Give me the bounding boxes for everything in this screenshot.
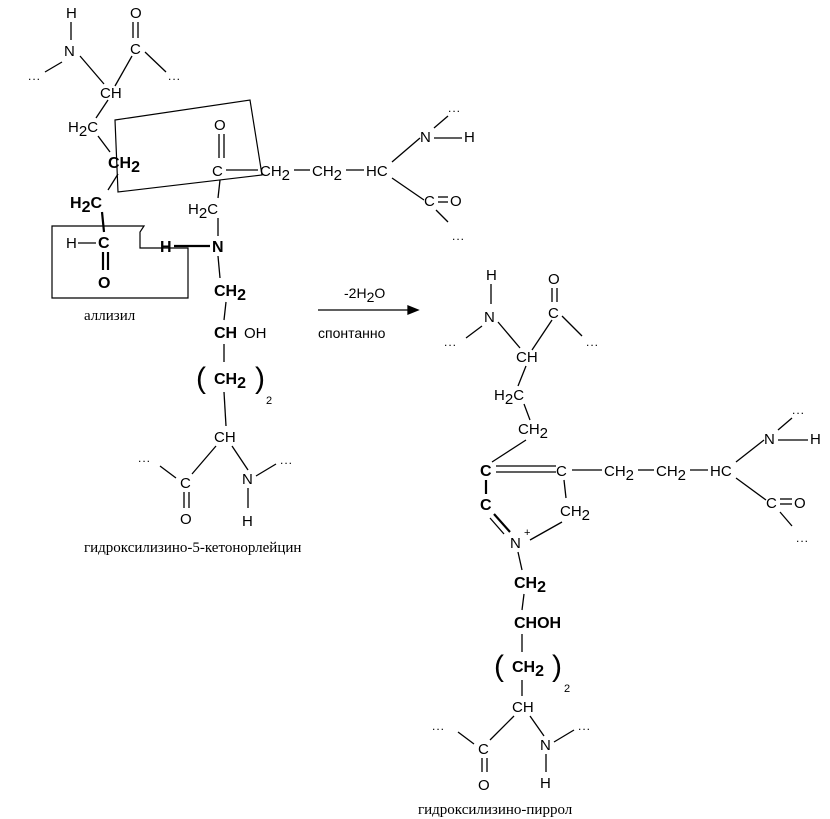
atom-c-bottom-left: C	[180, 475, 191, 492]
atom-ch2-ring: CH2	[560, 503, 590, 524]
atom-h2c-2: H2C	[70, 195, 102, 216]
chain-dots: ...	[28, 69, 41, 83]
atom-ch2-chain-1: CH2	[260, 163, 290, 184]
atom-ch2-chain-2: CH2	[312, 163, 342, 184]
atom-o-right-carboxyl: O	[450, 193, 462, 210]
atom-h2c-1: H2C	[68, 119, 98, 140]
atom-h-top-left: H	[66, 5, 77, 22]
arrow-top-label: -2H2O	[344, 285, 385, 305]
atom-oh-left: OH	[244, 325, 267, 342]
reaction-box-1	[114, 99, 263, 193]
repeat-count: 2	[564, 683, 570, 695]
paren-right: )	[552, 650, 562, 683]
atom-choh-right: CHOH	[514, 615, 561, 632]
atom-o-ketone: O	[214, 117, 226, 134]
atom-hc-far-right: HC	[710, 463, 732, 480]
atom-h-top-right: H	[486, 267, 497, 284]
atom-h-bottom-right: H	[540, 775, 551, 792]
chain-dots: ...	[586, 335, 599, 349]
atom-h-bottom-left: H	[242, 513, 253, 530]
atom-c-top-right: C	[548, 305, 559, 322]
chain-dots: ...	[792, 403, 805, 417]
atom-c-bottom-right: C	[478, 741, 489, 758]
atom-h-right: H	[464, 129, 475, 146]
atom-n-bottom-left: N	[242, 471, 253, 488]
atom-ch2-right: CH2	[518, 421, 548, 442]
atom-ch-top-left: CH	[100, 85, 122, 102]
atom-ch2-rchain-1: CH2	[604, 463, 634, 484]
atom-ch2-1: CH2	[108, 155, 140, 176]
atom-n-top-left: N	[64, 43, 75, 60]
atom-ch-bottom-right: CH	[512, 699, 534, 716]
label-allysine: аллизил	[84, 308, 136, 324]
chain-dots: ...	[578, 719, 591, 733]
atom-ch2-rchain-2: CH2	[656, 463, 686, 484]
atom-o-far-right: O	[794, 495, 806, 512]
atom-c-ring-2: C	[556, 463, 567, 480]
atom-c-far-right: C	[766, 495, 777, 512]
atom-n-top-right: N	[484, 309, 495, 326]
atom-n-bottom-right: N	[540, 737, 551, 754]
chain-dots: ...	[432, 719, 445, 733]
paren-left: (	[494, 650, 504, 683]
atom-h2c-3: H2C	[188, 201, 218, 222]
chain-dots: ...	[168, 69, 181, 83]
arrow-bottom-label: спонтанно	[318, 325, 386, 341]
atom-ch-top-right: CH	[516, 349, 538, 366]
repeat-count: 2	[266, 395, 272, 407]
atom-ch2-hyl-1: CH2	[214, 283, 246, 304]
paren-left: (	[196, 362, 206, 395]
atom-o-bottom-left: O	[180, 511, 192, 528]
reaction-arrow: -2H2O спонтанно	[318, 285, 420, 341]
atom-ch-hydroxy: CH	[214, 325, 237, 342]
atom-o-bottom-right: O	[478, 777, 490, 794]
reaction-box-2	[51, 225, 189, 299]
chain-dots: ...	[280, 453, 293, 467]
chain-dots: ...	[796, 531, 809, 545]
chain-dots: ...	[452, 229, 465, 243]
atom-o-aldehyde: O	[98, 275, 110, 292]
atom-c-ring-1: C	[480, 463, 492, 480]
label-right-compound: гидроксилизино-пиррол	[418, 802, 573, 818]
chain-dots: ...	[444, 335, 457, 349]
left-structure: H N ... CH C O ... H2C CH2 H2C C H O O	[28, 5, 475, 530]
atom-n-center: N	[212, 239, 224, 256]
atom-o-top-right: O	[548, 271, 560, 288]
label-left-compound: гидроксилизино-5-кетонорлейцин	[84, 540, 301, 556]
chain-dots: ...	[138, 451, 151, 465]
atom-c-top-left: C	[130, 41, 141, 58]
atom-c-right-carboxyl: C	[424, 193, 435, 210]
atom-hc-right: HC	[366, 163, 388, 180]
chain-dots: ...	[448, 101, 461, 115]
charge-plus: +	[524, 527, 530, 539]
atom-o-top-left: O	[130, 5, 142, 22]
atom-c-ring-3: C	[480, 497, 492, 514]
atom-h-far-right: H	[810, 431, 821, 448]
atom-n-far-right: N	[764, 431, 775, 448]
atom-c-aldehyde: C	[98, 235, 110, 252]
atom-ch2-repeat-right: CH2	[512, 659, 544, 680]
atom-c-ketone: C	[212, 163, 223, 180]
atom-ch2-hyl-right: CH2	[514, 575, 546, 596]
atom-h-amine: H	[160, 239, 172, 256]
atom-h-aldehyde: H	[66, 235, 77, 252]
atom-ch2-repeat: CH2	[214, 371, 246, 392]
paren-right: )	[255, 362, 265, 395]
atom-n-right: N	[420, 129, 431, 146]
right-structure: H N ... CH C O ... H2C CH2 C C C N + CH2	[432, 267, 821, 794]
atom-n-ring: N	[510, 535, 521, 552]
atom-ch-bottom-left: CH	[214, 429, 236, 446]
atom-h2c-right: H2C	[494, 387, 524, 408]
